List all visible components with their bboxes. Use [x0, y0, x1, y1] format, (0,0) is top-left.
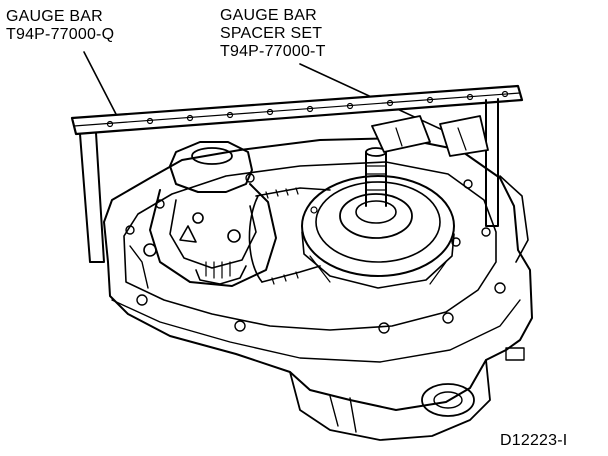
differential-assembly	[129, 141, 277, 289]
transfer-chain	[248, 187, 331, 285]
clutch-drum	[301, 147, 461, 289]
spacer-set-callout: GAUGE BAR SPACER SET T94P-77000-T	[220, 7, 326, 61]
spacer-set-name-line1: GAUGE BAR	[220, 7, 317, 24]
spacer-set-part-number: T94P-77000-T	[220, 43, 326, 60]
transaxle-case	[103, 137, 533, 441]
gauge-bar-part-number: T94P-77000-Q	[6, 26, 115, 43]
gauge-bar-holes	[106, 90, 509, 128]
spacer-set	[371, 115, 489, 157]
leader-gauge-bar	[83, 51, 119, 119]
gauge-bar-callout: GAUGE BAR T94P-77000-Q	[6, 8, 114, 44]
gauge-bar	[70, 84, 524, 263]
gauge-bar-name: GAUGE BAR	[6, 8, 103, 25]
figure-id: D12223-I	[500, 432, 568, 449]
spacer-set-name-line2: SPACER SET	[220, 25, 323, 42]
